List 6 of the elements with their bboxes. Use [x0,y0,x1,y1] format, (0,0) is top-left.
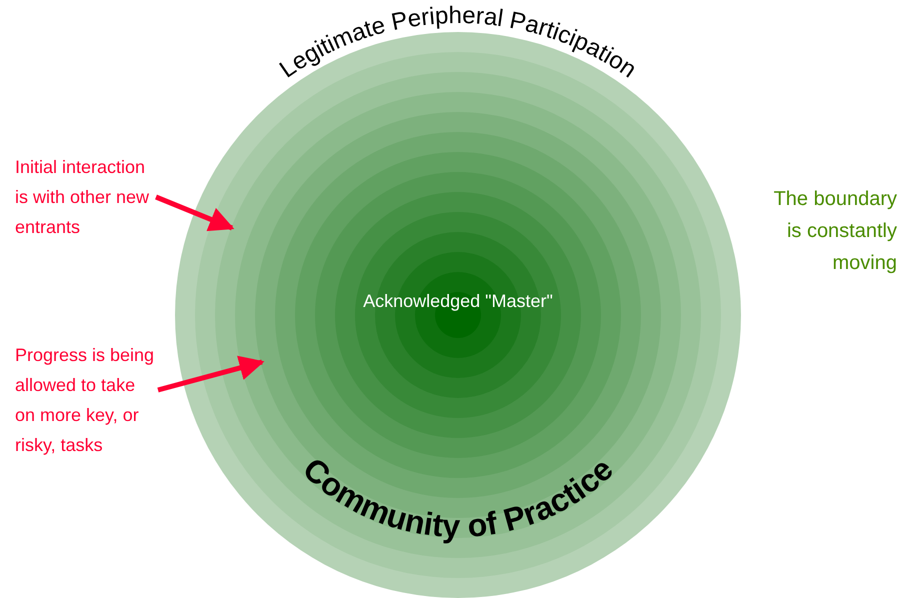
arrow [157,356,264,392]
annotation-text: Progress is being allowed to take on more key, or risky, tasks [15,340,155,460]
center-label: Acknowledged "Master" [355,290,561,340]
annotation-text: Initial interaction is with other new entrants [15,152,153,242]
arrow [155,194,234,232]
side-note: The boundary is constantly moving [772,187,897,276]
